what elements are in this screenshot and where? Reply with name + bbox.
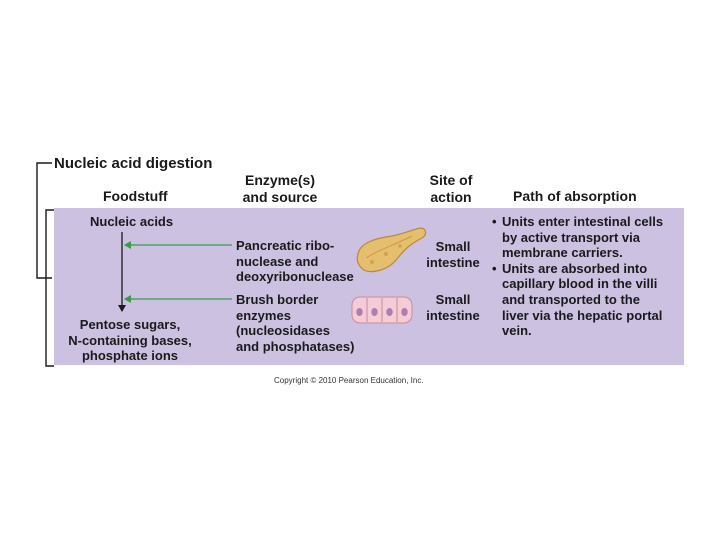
absorption-1-line-3: membrane carriers. — [502, 245, 623, 261]
absorption-2-line-5: vein. — [502, 323, 532, 339]
absorption-list: Units enter intestinal cells by active t… — [492, 214, 663, 339]
absorption-2-line-2: capillary blood in the villi — [502, 276, 658, 292]
header-enzyme: Enzyme(s) and source — [230, 172, 330, 206]
enzyme-2-line-3: (nucleosidases — [236, 323, 330, 339]
header-enzyme-line1: Enzyme(s) — [244, 172, 316, 188]
site-1-line-2: intestine — [426, 254, 480, 270]
header-site: Site of action — [415, 172, 487, 206]
product-line-3: phosphate ions — [81, 348, 179, 364]
enzyme-1-text: Pancreatic ribo- nuclease and deoxyribon… — [236, 238, 354, 285]
enzyme-2-line-2: enzymes — [236, 307, 291, 323]
foodstuff-products: Pentose sugars, N-containing bases, phos… — [63, 317, 197, 364]
header-site-line1: Site of — [429, 172, 473, 188]
absorption-item-1: Units enter intestinal cells by active t… — [492, 214, 663, 261]
absorption-item-2: Units are absorbed into capillary blood … — [492, 261, 663, 339]
header-foodstuff: Foodstuff — [103, 188, 168, 204]
absorption-1-line-2: by active transport via — [502, 229, 640, 245]
foodstuff-start: Nucleic acids — [90, 214, 174, 229]
header-site-line2: action — [430, 189, 472, 205]
enzyme-1-line-2: nuclease and — [236, 253, 319, 269]
absorption-1-line-1: Units enter intestinal cells — [502, 214, 664, 229]
site-2-line-2: intestine — [426, 307, 480, 323]
absorption-2-line-3: and transported to the — [502, 291, 640, 307]
site-2-line-1: Small — [435, 292, 471, 307]
absorption-2-line-4: liver via the hepatic portal — [502, 307, 663, 323]
site-2: Small intestine — [420, 292, 486, 323]
header-enzyme-line2: and source — [242, 189, 318, 205]
enzyme-2-text: Brush border enzymes (nucleosidases and … — [236, 292, 354, 354]
header-path: Path of absorption — [513, 188, 637, 204]
enzyme-2-line-4: and phosphatases) — [236, 338, 355, 354]
product-line-2: N-containing bases, — [68, 332, 192, 348]
diagram-title: Nucleic acid digestion — [54, 155, 213, 172]
enzyme-1-line-1: Pancreatic ribo- — [236, 238, 335, 253]
site-1-line-1: Small — [435, 239, 471, 254]
product-line-1: Pentose sugars, — [79, 317, 181, 332]
site-1: Small intestine — [420, 239, 486, 270]
copyright-notice: Copyright © 2010 Pearson Education, Inc. — [274, 376, 424, 385]
absorption-2-line-1: Units are absorbed into — [502, 260, 648, 276]
enzyme-2-line-1: Brush border — [236, 292, 319, 307]
enzyme-1-line-3: deoxyribonuclease — [236, 269, 354, 285]
